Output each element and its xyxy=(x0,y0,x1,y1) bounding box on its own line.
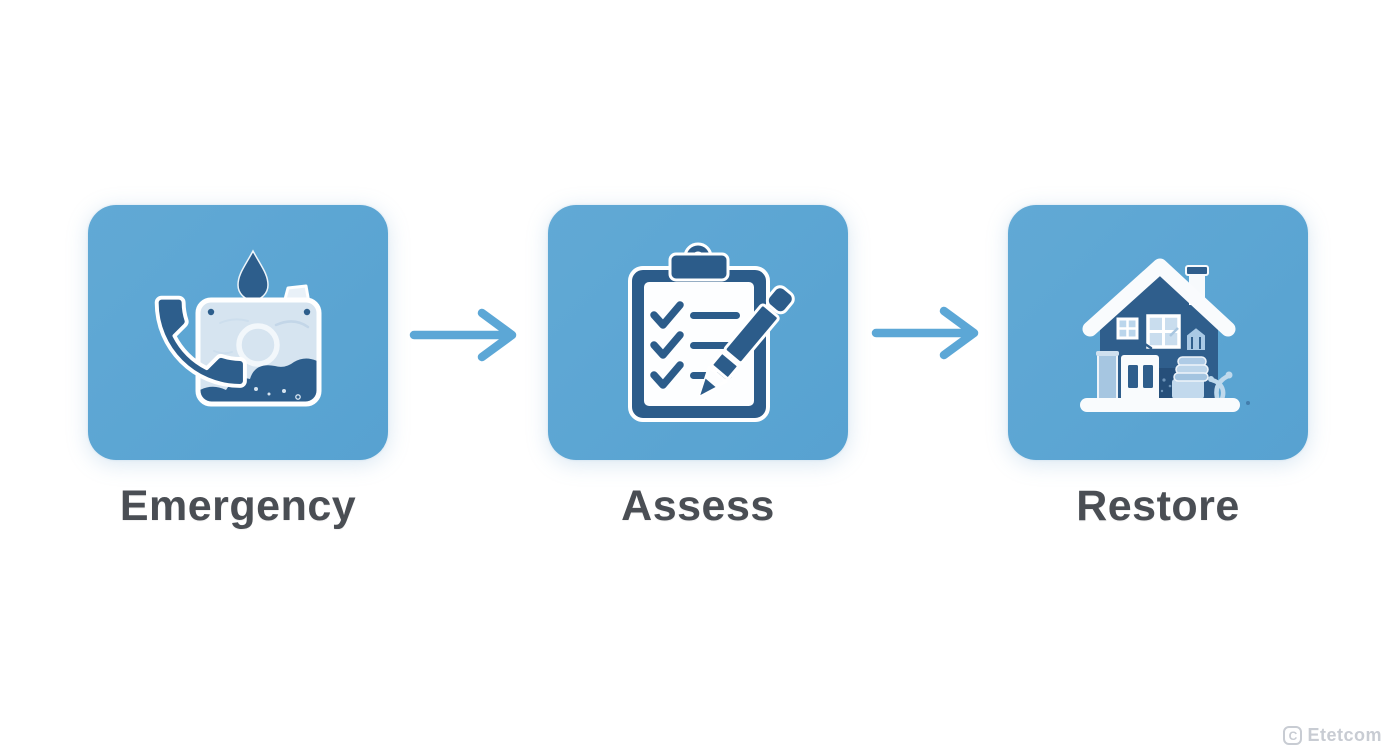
restored-house-icon xyxy=(1080,258,1250,412)
watermark: C Etetcom xyxy=(1283,725,1382,746)
step-label-emergency: Emergency xyxy=(119,482,357,530)
step-label-assess: Assess xyxy=(621,482,775,530)
step-card-emergency xyxy=(88,205,388,460)
step-label-restore: Restore xyxy=(1076,482,1240,530)
clipboard-checklist-pen-icon xyxy=(628,242,795,422)
watermark-badge-icon: C xyxy=(1283,726,1303,745)
arrow-right-icon xyxy=(409,308,517,362)
step-card-restore xyxy=(1008,205,1308,460)
step-emergency: Emergency xyxy=(88,205,388,531)
phone-camera-water-drop-icon xyxy=(154,248,322,406)
watermark-text: Etetcom xyxy=(1307,725,1382,745)
small-window-shape xyxy=(1116,317,1139,339)
step-assess: Assess xyxy=(548,205,848,531)
arrow-right-icon xyxy=(871,306,979,360)
step-restore: Restore xyxy=(1008,205,1308,531)
pen-shape xyxy=(698,284,795,397)
center-window-shape xyxy=(1146,313,1181,349)
phone-handset-shape xyxy=(154,295,247,388)
step-card-assess xyxy=(548,205,848,460)
